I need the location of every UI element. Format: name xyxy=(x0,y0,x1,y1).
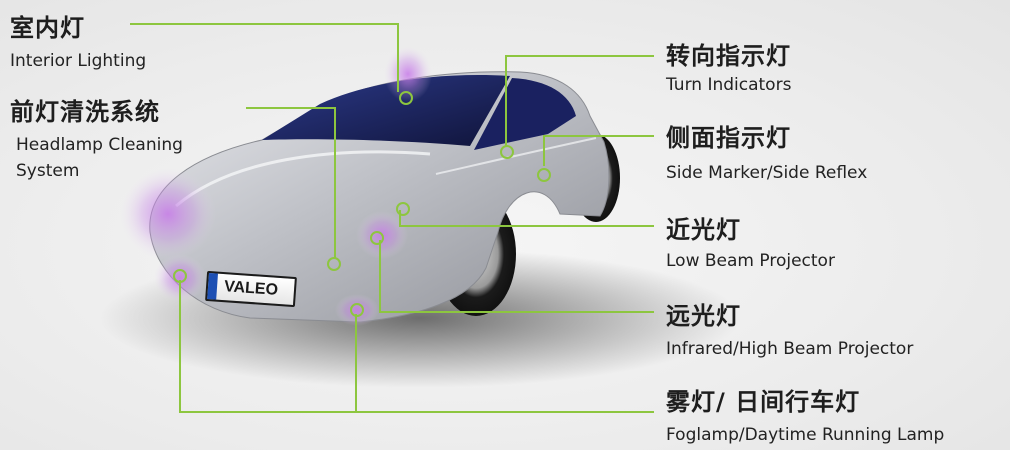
license-plate: VALEO xyxy=(205,270,297,308)
label-fog-en: Foglamp/Daytime Running Lamp xyxy=(666,425,945,445)
leader-turn xyxy=(505,55,654,146)
marker-low-beam xyxy=(396,202,410,216)
leader-low-beam xyxy=(399,210,654,227)
label-low-beam-zh: 近光灯 xyxy=(666,216,741,244)
side-window xyxy=(474,78,576,150)
interior-glow xyxy=(384,46,432,102)
label-turn-zh: 转向指示灯 xyxy=(666,42,791,70)
leader-high-beam xyxy=(379,240,654,313)
leader-headlamp-cleaning xyxy=(246,107,336,258)
label-interior-en: Interior Lighting xyxy=(10,51,147,71)
label-low-beam-en: Low Beam Projector xyxy=(666,251,835,271)
label-high-beam-zh: 远光灯 xyxy=(666,302,741,330)
label-fog-zh: 雾灯/ 日间行车灯 xyxy=(666,388,861,416)
leader-fog xyxy=(179,280,654,413)
leader-interior xyxy=(130,23,399,92)
label-side-marker-zh: 侧面指示灯 xyxy=(666,124,791,152)
marker-interior xyxy=(399,91,413,105)
label-interior-zh: 室内灯 xyxy=(10,14,85,42)
markers xyxy=(173,91,551,317)
label-headlamp-cleaning-en-1: Headlamp Cleaning xyxy=(16,135,183,155)
windshield xyxy=(262,75,510,146)
leader-lines xyxy=(130,23,654,413)
leader-side-marker xyxy=(543,135,654,166)
label-high-beam-en: Infrared/High Beam Projector xyxy=(666,339,914,359)
label-turn-en: Turn Indicators xyxy=(666,75,792,95)
marker-side xyxy=(537,168,551,182)
label-headlamp-cleaning-zh: 前灯清洗系统 xyxy=(10,98,160,126)
marker-fog xyxy=(173,269,187,283)
headlamp-glow-left xyxy=(120,168,216,260)
foglamp-glow xyxy=(154,254,206,302)
drl-glow xyxy=(335,294,379,326)
marker-turn xyxy=(500,145,514,159)
label-headlamp-cleaning-en-2: System xyxy=(16,161,80,181)
marker-drl xyxy=(350,303,364,317)
marker-headlamp-cleaning xyxy=(327,257,341,271)
marker-high-beam xyxy=(370,231,384,245)
label-side-marker-en: Side Marker/Side Reflex xyxy=(666,163,868,183)
